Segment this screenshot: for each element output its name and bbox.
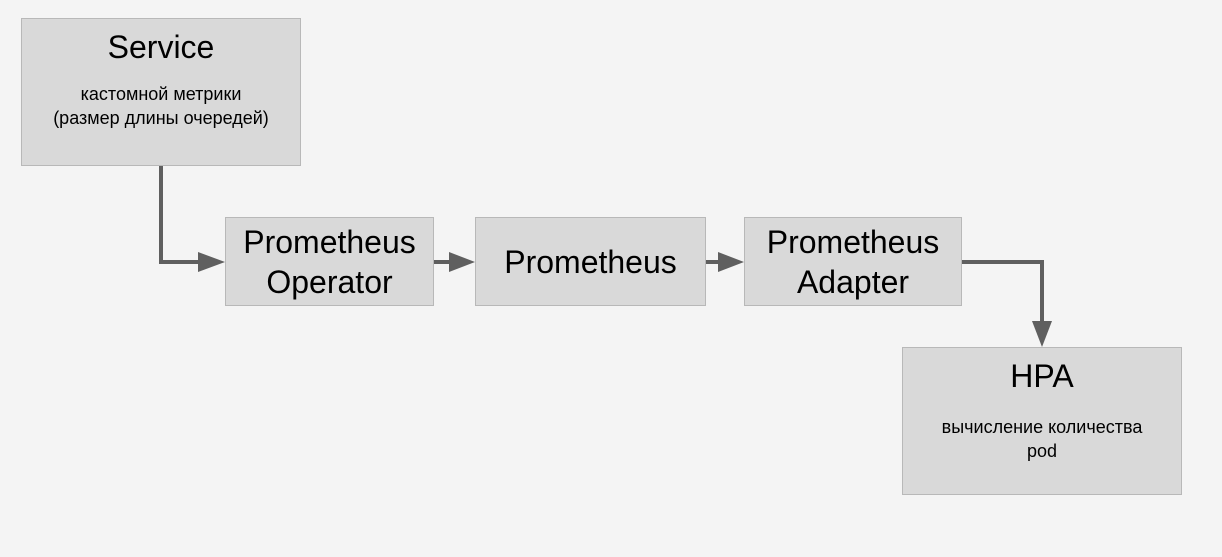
service-node: Service кастомной метрики (размер длины …: [21, 18, 301, 166]
arrowhead-operator-to-prometheus: [449, 252, 475, 272]
hpa-node: HPA вычисление количества pod: [902, 347, 1182, 495]
prometheus-adapter-line1: Prometheus: [766, 223, 940, 260]
service-subtitle-line2: (размер длины очередей): [53, 108, 269, 128]
arrowhead-prometheus-to-adapter: [718, 252, 744, 272]
prometheus-operator-label: Prometheus Operator: [243, 222, 416, 302]
arrow-adapter-to-hpa: [962, 260, 1044, 324]
prometheus-adapter-node: Prometheus Adapter: [744, 217, 962, 306]
prometheus-adapter-label: Prometheus Adapter: [767, 222, 940, 302]
hpa-subtitle-line1: вычисление количества: [941, 417, 1143, 437]
hpa-description: вычисление количества pod: [903, 415, 1181, 463]
service-title: Service: [107, 29, 215, 65]
prometheus-node: Prometheus: [475, 217, 706, 306]
arrowhead-service-to-operator: [198, 252, 225, 272]
prometheus-title: Prometheus: [504, 243, 677, 280]
hpa-subtitle-line2: pod: [1026, 441, 1058, 461]
service-description: кастомной метрики (размер длины очередей…: [22, 82, 300, 130]
prometheus-operator-line1: Prometheus: [243, 223, 416, 260]
service-subtitle-line1: кастомной метрики: [80, 84, 242, 104]
prometheus-operator-node: Prometheus Operator: [225, 217, 434, 306]
prometheus-operator-line2: Operator: [266, 263, 393, 300]
arrow-service-to-operator: [159, 166, 200, 264]
prometheus-adapter-line2: Adapter: [796, 263, 910, 300]
arrowhead-adapter-to-hpa: [1032, 321, 1052, 347]
hpa-title: HPA: [1010, 358, 1074, 394]
